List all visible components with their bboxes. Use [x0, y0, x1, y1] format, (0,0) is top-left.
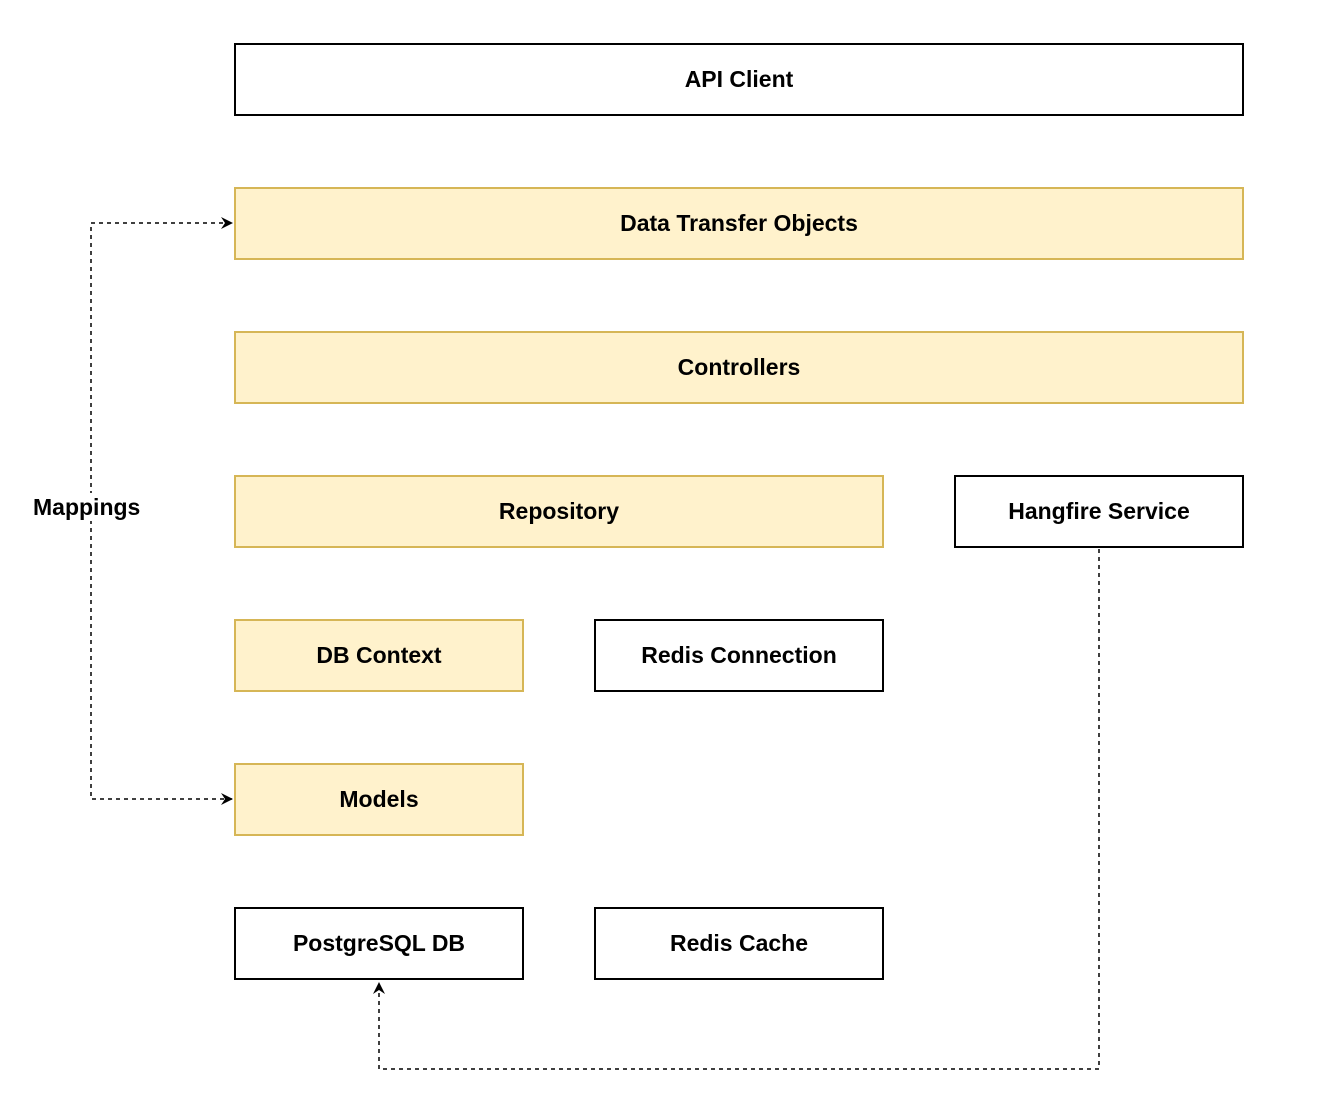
db-context-box[interactable]: DB Context	[234, 619, 524, 692]
hangfire-to-postgres-edge	[373, 549, 1100, 1070]
models-label: Models	[339, 786, 419, 812]
postgresql-db-label: PostgreSQL DB	[292, 930, 466, 956]
mappings-edge-label: Mappings	[32, 493, 142, 521]
repository-box[interactable]: Repository	[234, 475, 884, 548]
repository-label: Repository	[498, 498, 620, 524]
models-box[interactable]: Models	[234, 763, 524, 836]
redis-cache-label: Redis Cache	[669, 930, 809, 956]
mappings-edge-lower	[90, 520, 233, 805]
hangfire-service-label: Hangfire Service	[1008, 498, 1190, 524]
controllers-box[interactable]: Controllers	[234, 331, 1244, 404]
api-client-box[interactable]: API Client	[234, 43, 1244, 116]
hangfire-service-box[interactable]: Hangfire Service	[954, 475, 1244, 548]
dto-label: Data Transfer Objects	[620, 210, 858, 236]
controllers-label: Controllers	[677, 354, 801, 380]
redis-connection-label: Redis Connection	[641, 642, 837, 668]
redis-connection-box[interactable]: Redis Connection	[594, 619, 884, 692]
redis-cache-box[interactable]: Redis Cache	[594, 907, 884, 980]
dto-box[interactable]: Data Transfer Objects	[234, 187, 1244, 260]
postgresql-db-box[interactable]: PostgreSQL DB	[234, 907, 524, 980]
mappings-edge	[90, 217, 233, 495]
api-client-label: API Client	[684, 66, 794, 92]
db-context-label: DB Context	[316, 642, 442, 668]
